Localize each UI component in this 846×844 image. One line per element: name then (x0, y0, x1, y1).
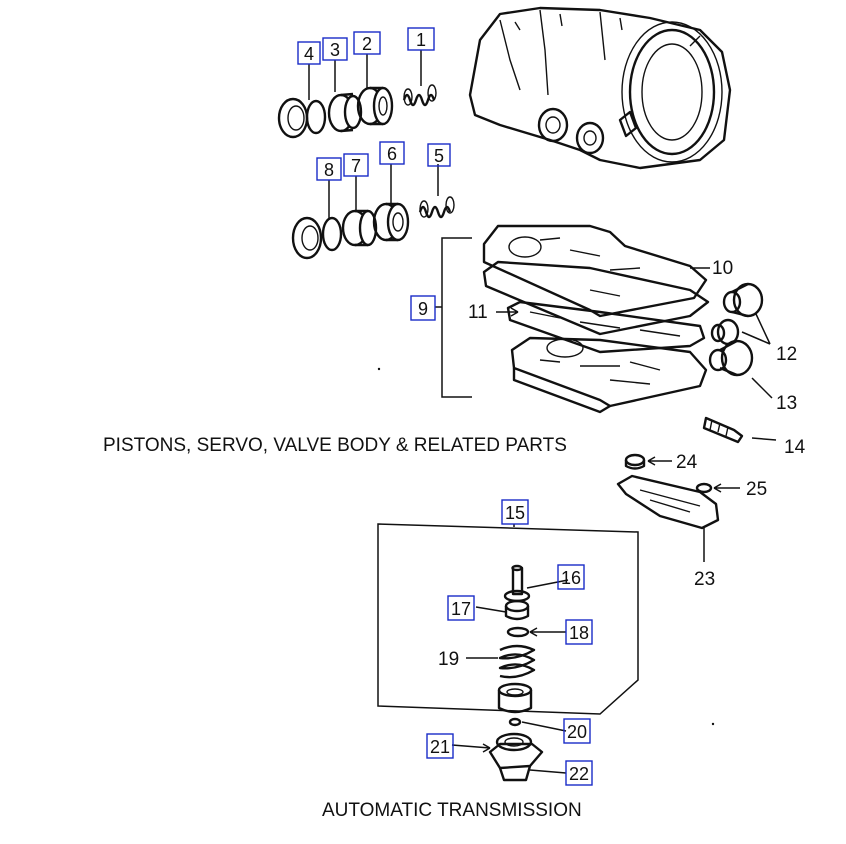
callout-21-label: 21 (430, 737, 450, 757)
callout-10-label: 10 (712, 258, 733, 279)
callout-8[interactable]: 8 (316, 157, 342, 181)
callout-13-label: 13 (776, 393, 797, 414)
callout-5[interactable]: 5 (427, 143, 451, 167)
lower-piston-set (291, 196, 455, 260)
callout-5-label: 5 (434, 146, 444, 166)
footer-title: AUTOMATIC TRANSMISSION (322, 800, 582, 821)
callout-23-label: 23 (694, 569, 715, 590)
callout-19-label: 19 (438, 649, 459, 670)
upper-piston-set (277, 84, 437, 139)
callout-4[interactable]: 4 (297, 41, 321, 65)
servo-assembly (377, 523, 639, 782)
callout-15-label: 15 (505, 503, 525, 523)
callout-21[interactable]: 21 (426, 733, 454, 759)
callout-11-label: 11 (468, 302, 488, 323)
transmission-case-drawing (468, 6, 732, 170)
callout-7[interactable]: 7 (343, 153, 369, 177)
piston-leaders (308, 50, 439, 218)
callout-17[interactable]: 17 (447, 595, 475, 621)
callout-6-label: 6 (387, 144, 397, 164)
callout-1-label: 1 (416, 30, 426, 50)
callout-24-label: 24 (676, 452, 698, 473)
callout-25-label: 25 (746, 479, 767, 500)
callout-2-label: 2 (362, 34, 372, 54)
callout-3[interactable]: 3 (322, 37, 348, 61)
valve-body-leaders (496, 267, 777, 441)
callout-18-label: 18 (569, 623, 589, 643)
stray-dot (711, 722, 715, 726)
callout-6[interactable]: 6 (379, 141, 405, 165)
callout-2[interactable]: 2 (353, 31, 381, 55)
callout-22-label: 22 (569, 764, 589, 784)
section-title: PISTONS, SERVO, VALVE BODY & RELATED PAR… (103, 435, 567, 456)
callout-12-label: 12 (776, 344, 797, 365)
callout-8-label: 8 (324, 160, 334, 180)
callout-16-label: 16 (561, 568, 581, 588)
callout-1[interactable]: 1 (407, 27, 435, 51)
callout-3-label: 3 (330, 40, 340, 60)
callout-22[interactable]: 22 (565, 760, 593, 786)
callout-4-label: 4 (304, 44, 314, 64)
callout-14-label: 14 (784, 437, 806, 458)
stray-dot (377, 367, 381, 371)
callout-15[interactable]: 15 (501, 499, 529, 525)
callout-9-label: 9 (418, 299, 428, 319)
valve-body-stack (435, 224, 764, 444)
callout-20-label: 20 (567, 722, 587, 742)
callout-7-label: 7 (351, 156, 361, 176)
callout-17-label: 17 (451, 599, 471, 619)
oil-pan-parts (616, 453, 740, 562)
callout-18[interactable]: 18 (565, 619, 593, 645)
callout-20[interactable]: 20 (563, 718, 591, 744)
callout-16[interactable]: 16 (557, 564, 585, 590)
callout-9[interactable]: 9 (410, 295, 436, 321)
